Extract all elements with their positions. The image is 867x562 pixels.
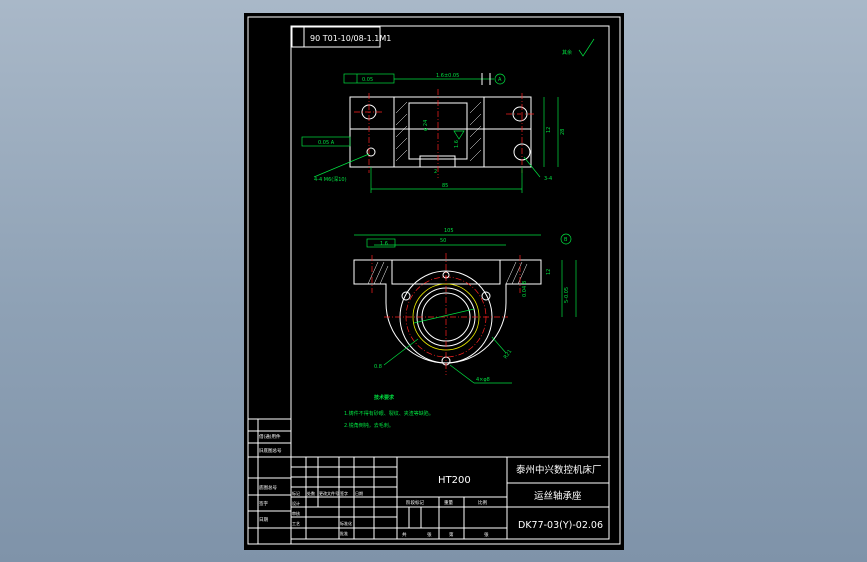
code-box: 90 T01-10/08-1.1M1 [291,26,391,48]
hole-note: 4×φ8 [476,377,490,383]
tolerance-frame-top [343,73,395,84]
lbl-approve: 批准 [340,530,348,536]
lbl-weight: 重量 [444,499,453,506]
lbl-process: 工艺 [292,521,300,526]
plan-view: 105 50 B 1.6 [353,228,577,384]
lbl-sign: 签字 [340,490,348,496]
roughness-symbol-icon [578,38,595,57]
key-line [413,308,475,324]
drawing-number: DK77-03(Y)-02.06 [518,520,603,531]
dim-angle-1: 1.6 [380,241,388,247]
left-row-2: 底图总号 [259,484,277,491]
lbl-sheet-2: 张 [484,531,489,538]
left-row-0: 借(通)用件 [259,433,281,440]
lbl-no: 第 [449,531,454,538]
lbl-total: 共 [402,531,407,538]
lbl-count: 处数 [307,490,315,496]
lbl-mark: 标记 [292,490,300,496]
technical-requirements: 技术要求 1.铸件不得有砂眼、裂纹、夹渣等缺陷。 2.锐角倒钝，去毛刺。 [344,394,434,429]
roughness-mark-icon [453,130,465,140]
lbl-scale: 比例 [478,499,487,506]
hole-top-right [512,106,528,122]
lbl-review: 审核 [292,510,300,516]
drawing-sheet: 90 T01-10/08-1.1M1 其余 0.05 1.6±0.05 A [244,13,624,550]
dim-right-h1: 12 [546,127,552,133]
dim-bottom-width: 85 [442,183,448,189]
section-hatch-right [469,101,482,162]
roughness-label: 0.8 [374,364,382,370]
left-row-1: 旧底图总号 [259,447,282,454]
lbl-change-doc: 更改文件号 [319,490,339,496]
lbl-standard: 标准化 [340,520,352,526]
code-box-text: 90 T01-10/08-1.1M1 [310,34,391,43]
datum-a-text: A [498,77,502,83]
left-row-3: 签字 [259,500,268,507]
dim-plan-thk: 12 [546,269,552,275]
roughness-note-text: 其余 [562,49,572,56]
screw-right-note: 3-4 [544,176,552,182]
outer-frame [247,16,621,545]
tech-note-1: 1.铸件不得有砂眼、裂纹、夹渣等缺陷。 [344,410,434,417]
roughness-note: 其余 [562,38,595,57]
datum-a-icon [494,73,506,85]
tol-mid-text: 0.05 A [318,140,335,146]
lbl-design: 设计 [292,500,300,506]
tolerance-frame-left [301,136,351,147]
plan-hatch-right [505,261,528,285]
front-view: 0.05 1.6±0.05 A [301,73,566,193]
dim-top-width: 1.6±0.05 [436,73,459,79]
tol-left-text: 0.05 [362,77,373,83]
plan-hatch-left [367,261,389,285]
tech-title: 技术要求 [374,394,395,401]
dim-plan-right: 0.04 B [522,280,528,297]
tech-note-2: 2.锐角倒钝，去毛刺。 [344,422,394,429]
dim-bore: φ 24 [423,120,429,131]
dim-plan-height: 5-0.05 [564,287,570,303]
dim-top-plan: 105 [444,228,454,234]
bolt-hole-left [401,291,411,301]
roughness-13: 1.6 [454,140,460,148]
plan-body [353,259,542,364]
company-name: 泰州中兴数控机床厂 [516,464,602,476]
lbl-sheet-1: 张 [427,531,432,538]
screw-left-note: 4-4 M6(深10) [314,176,347,183]
dim-radius: R21 [503,349,514,361]
material-label: HT200 [438,475,471,486]
dim-right-h2: 28 [560,129,566,135]
datum-b-text: B [564,237,568,243]
lbl-date: 日期 [355,490,363,496]
lbl-stage: 阶段标记 [406,499,424,506]
section-hatch-left [395,101,408,162]
datum-b-icon [560,233,572,245]
dim-plan-inner: 50 [440,238,446,244]
bolt-hole-right [481,291,491,301]
left-row-4: 日期 [259,517,268,523]
drawing-canvas: 90 T01-10/08-1.1M1 其余 0.05 1.6±0.05 A [247,16,621,545]
part-name: 运丝轴承座 [534,490,582,502]
title-block: 借(通)用件 旧底图总号 底图总号 签字 日期 标记 处数 更改文件号 签字 日… [247,418,610,545]
dim-ref-2: 2 [434,169,437,175]
